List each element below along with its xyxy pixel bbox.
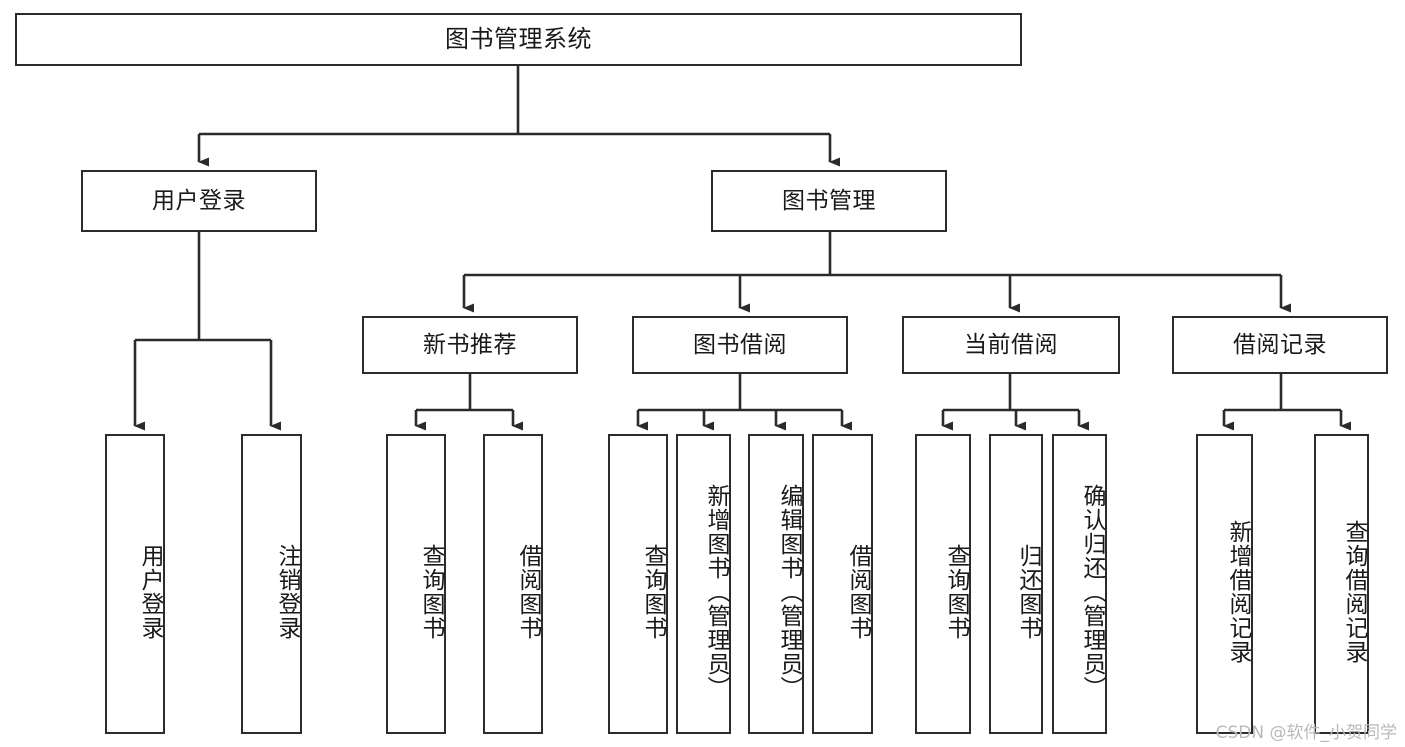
node-label: 图书管理系统 xyxy=(445,24,592,53)
node-label: 借阅图书 xyxy=(515,544,541,640)
node-label: 借阅图书 xyxy=(845,544,871,640)
leaf-logout[interactable]: 注销登录 xyxy=(241,434,302,734)
csdn-watermark: CSDN @软件_小贺同学 xyxy=(1215,723,1397,743)
node-label: 借阅记录 xyxy=(1233,331,1327,358)
leaf-return-book[interactable]: 归还图书 xyxy=(989,434,1043,734)
node-label: 查询图书 xyxy=(418,544,444,640)
node-label: 归还图书 xyxy=(1015,544,1041,640)
node-label: 图书管理 xyxy=(782,187,876,214)
node-borrow-record[interactable]: 借阅记录 xyxy=(1172,316,1388,374)
leaf-query-book-newbook[interactable]: 查询图书 xyxy=(386,434,446,734)
leaf-query-book-current[interactable]: 查询图书 xyxy=(915,434,971,734)
node-label: 新书推荐 xyxy=(423,331,517,358)
node-new-book-recommend[interactable]: 新书推荐 xyxy=(362,316,578,374)
node-label: 注销登录 xyxy=(274,544,300,640)
node-label: 当前借阅 xyxy=(964,331,1058,358)
leaf-confirm-return-admin[interactable]: 确认归还（管理员） xyxy=(1052,434,1107,734)
leaf-borrow-book-newbook[interactable]: 借阅图书 xyxy=(483,434,543,734)
leaf-add-borrow-record[interactable]: 新增借阅记录 xyxy=(1196,434,1253,734)
leaf-query-book-borrow[interactable]: 查询图书 xyxy=(608,434,668,734)
node-root-system[interactable]: 图书管理系统 xyxy=(15,13,1022,66)
node-book-management[interactable]: 图书管理 xyxy=(711,170,947,232)
node-label: 确认归还（管理员） xyxy=(1079,484,1105,700)
leaf-user-login[interactable]: 用户登录 xyxy=(105,434,165,734)
leaf-add-book-admin[interactable]: 新增图书（管理员） xyxy=(676,434,731,734)
node-label: 用户登录 xyxy=(137,544,163,640)
node-label: 编辑图书（管理员） xyxy=(776,484,802,700)
node-current-borrow[interactable]: 当前借阅 xyxy=(902,316,1120,374)
leaf-borrow-book[interactable]: 借阅图书 xyxy=(812,434,873,734)
node-label: 查询图书 xyxy=(640,544,666,640)
node-label: 查询图书 xyxy=(943,544,969,640)
node-label: 用户登录 xyxy=(152,187,246,214)
node-user-login[interactable]: 用户登录 xyxy=(81,170,317,232)
leaf-query-borrow-record[interactable]: 查询借阅记录 xyxy=(1314,434,1369,734)
node-label: 查询借阅记录 xyxy=(1341,520,1367,664)
node-label: 新增图书（管理员） xyxy=(703,484,729,700)
leaf-edit-book-admin[interactable]: 编辑图书（管理员） xyxy=(748,434,804,734)
node-book-borrow[interactable]: 图书借阅 xyxy=(632,316,848,374)
node-label: 图书借阅 xyxy=(693,331,787,358)
node-label: 新增借阅记录 xyxy=(1225,520,1251,664)
